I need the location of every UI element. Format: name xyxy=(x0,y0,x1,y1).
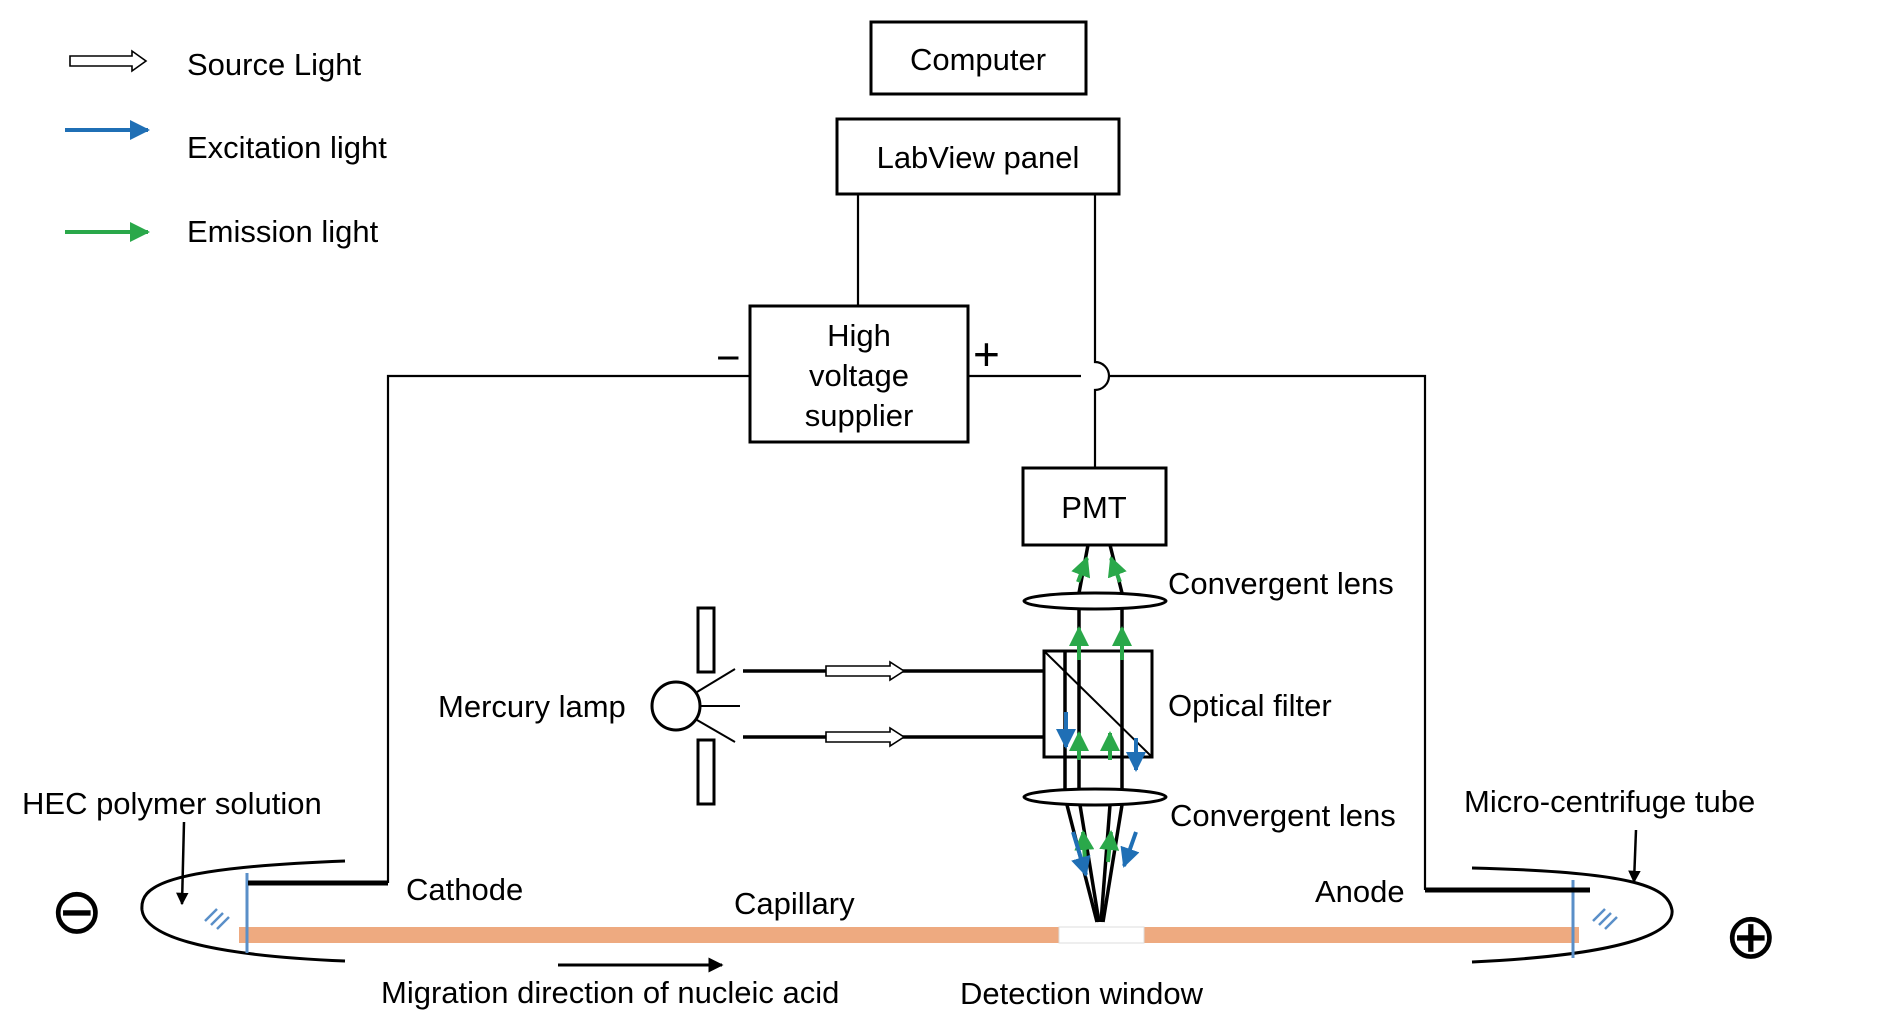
excitation-arrow-focus-right xyxy=(1120,831,1140,868)
plus-sign: + xyxy=(973,328,1000,380)
beam-focus-right xyxy=(1101,804,1124,923)
emission-arrow-focus-right xyxy=(1099,830,1120,863)
anode-solution-hatch xyxy=(1592,908,1618,930)
pmt-label: PMT xyxy=(1061,490,1127,525)
pmt-box xyxy=(1021,466,1168,547)
emission-arrow-focus-left xyxy=(1074,830,1095,861)
anode-symbol: ⊕ xyxy=(1724,900,1778,972)
convergent-lens-bottom xyxy=(1022,787,1168,807)
hec-polymer-label: HEC polymer solution xyxy=(22,786,322,821)
legend-emission-light: Emission light xyxy=(187,214,379,249)
convergent-lens-bottom-label: Convergent lens xyxy=(1170,798,1396,833)
cathode-label: Cathode xyxy=(406,872,523,907)
legend-excitation-light: Excitation light xyxy=(187,130,387,165)
minus-sign: − xyxy=(716,334,741,381)
convergent-lens-top-label: Convergent lens xyxy=(1168,566,1394,601)
labview-box xyxy=(835,117,1121,196)
lamp-slit-top xyxy=(696,606,716,674)
hec-solution-hatch xyxy=(204,908,230,930)
beam-focus-inner-right xyxy=(1099,804,1112,923)
lamp-ray-down xyxy=(696,719,736,743)
convergent-lens-top xyxy=(1022,591,1168,611)
hec-pointer-arrow xyxy=(176,821,189,906)
cathode-symbol: ⊖ xyxy=(50,875,104,947)
wire-negative-to-cathode xyxy=(386,374,750,883)
hv-label-line3: supplier xyxy=(805,398,914,433)
labview-label: LabView panel xyxy=(877,140,1080,175)
capillary-label: Capillary xyxy=(734,886,855,921)
mercury-lamp-bulb xyxy=(650,680,702,732)
cathode-tube xyxy=(140,859,346,963)
hv-label-line2: voltage xyxy=(809,358,909,393)
wire-positive-to-anode xyxy=(968,374,1427,890)
high-voltage-supplier-box xyxy=(748,304,970,444)
capillary xyxy=(239,927,1579,943)
legend-source-light: Source Light xyxy=(187,47,361,82)
detection-window xyxy=(1058,926,1145,944)
hv-label-line1: High xyxy=(827,318,891,353)
source-light-legend-arrow xyxy=(69,49,148,73)
anode-tube xyxy=(1471,866,1674,964)
micro-centrifuge-pointer-arrow xyxy=(1628,829,1641,884)
anode-label: Anode xyxy=(1315,874,1405,909)
micro-centrifuge-label: Micro-centrifuge tube xyxy=(1464,784,1755,819)
mercury-lamp-label: Mercury lamp xyxy=(438,689,626,724)
wire-labview-to-pmt xyxy=(1093,194,1111,468)
migration-label: Migration direction of nucleic acid xyxy=(381,975,839,1010)
optical-filter-label: Optical filter xyxy=(1168,688,1332,723)
computer-label: Computer xyxy=(910,42,1046,77)
detection-window-label: Detection window xyxy=(960,976,1204,1011)
source-arrow-top xyxy=(825,660,906,682)
computer-box xyxy=(869,20,1088,96)
source-arrow-bottom xyxy=(825,726,906,748)
legend: Source Light Excitation light Emission l… xyxy=(65,47,387,249)
emission-arrow-pmt-right xyxy=(1107,556,1127,583)
lamp-slit-bottom xyxy=(696,738,716,806)
emission-arrow-pmt-left xyxy=(1071,556,1091,583)
lamp-ray-up xyxy=(696,668,736,693)
excitation-arrow-focus-left xyxy=(1071,831,1091,877)
